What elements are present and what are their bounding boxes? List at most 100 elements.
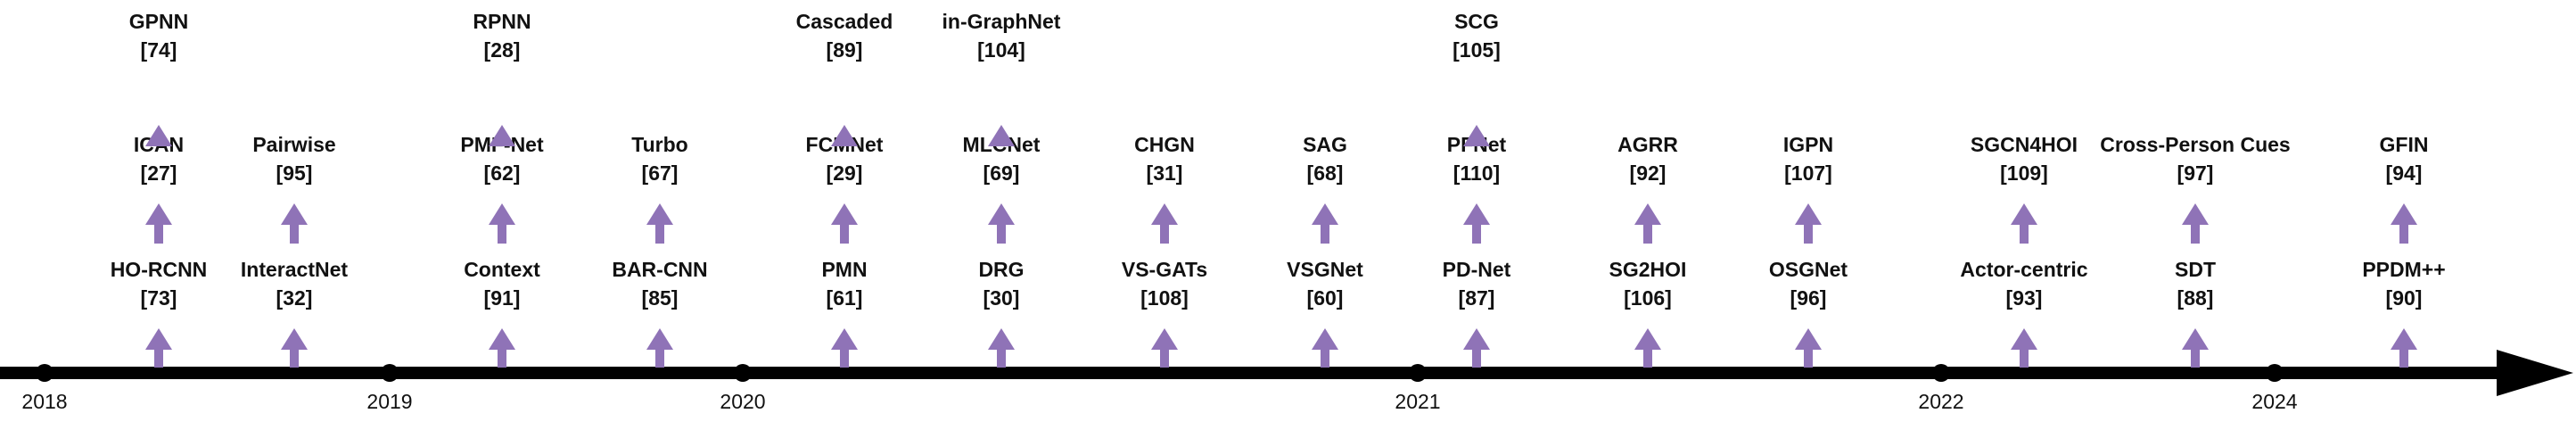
method-name: BAR-CNN (612, 258, 707, 281)
method-name: Turbo (631, 133, 687, 156)
method-ref: [74] (141, 38, 177, 62)
method-ref: [61] (827, 286, 863, 310)
method-name: PMN (821, 258, 867, 281)
up-arrow-icon (489, 203, 515, 244)
method-ref: [28] (484, 38, 521, 62)
method-name: SDT (2175, 258, 2216, 281)
method-name: RPNN (473, 10, 531, 33)
method-ref: [31] (1147, 161, 1183, 185)
method-name: GPNN (129, 10, 188, 33)
method-ref: [90] (2386, 286, 2423, 310)
up-arrow-icon (2391, 328, 2417, 368)
method-name: Cross-Person Cues (2100, 133, 2290, 156)
method-name: AGRR (1617, 133, 1678, 156)
up-arrow-icon (1634, 203, 1661, 244)
up-arrow-icon (1463, 203, 1490, 244)
up-arrow-icon (2011, 203, 2037, 244)
method-name: Pairwise (252, 133, 335, 156)
method-name: PD-Net (1443, 258, 1511, 281)
year-marker-dot (1409, 364, 1427, 382)
year-marker-dot (36, 364, 53, 382)
method-ref: [106] (1624, 286, 1672, 310)
method-name: Cascaded (796, 10, 893, 33)
method-ref: [88] (2177, 286, 2214, 310)
method-ref: [73] (141, 286, 177, 310)
method-ref: [87] (1459, 286, 1495, 310)
method-name: Context (464, 258, 540, 281)
method-ref: [29] (827, 161, 863, 185)
up-arrow-icon (988, 328, 1015, 368)
method-ref: [69] (983, 161, 1020, 185)
method-name: GFIN (2380, 133, 2429, 156)
up-arrow-icon (281, 328, 308, 368)
method-ref: [95] (276, 161, 313, 185)
up-arrow-icon (1312, 203, 1338, 244)
year-label: 2019 (366, 390, 412, 413)
method-ref: [92] (1630, 161, 1667, 185)
year-marker-dot (734, 364, 752, 382)
timeline-arrowhead (2497, 350, 2573, 396)
up-arrow-icon (489, 125, 515, 146)
year-label: 2024 (2251, 390, 2297, 413)
method-ref: [85] (642, 286, 679, 310)
method-ref: [62] (484, 161, 521, 185)
method-ref: [89] (827, 38, 863, 62)
year-marker-dot (381, 364, 399, 382)
method-ref: [67] (642, 161, 679, 185)
method-ref: [30] (983, 286, 1020, 310)
method-ref: [91] (484, 286, 521, 310)
up-arrow-icon (988, 125, 1015, 146)
up-arrow-icon (646, 203, 673, 244)
up-arrow-icon (831, 203, 858, 244)
method-name: SCG (1454, 10, 1499, 33)
method-name: VSGNet (1287, 258, 1363, 281)
up-arrow-icon (1312, 328, 1338, 368)
method-name: CHGN (1134, 133, 1195, 156)
up-arrow-icon (831, 328, 858, 368)
year-label: 2021 (1395, 390, 1440, 413)
method-name: VS-GATs (1122, 258, 1207, 281)
method-name: HO-RCNN (111, 258, 208, 281)
up-arrow-icon (1151, 203, 1178, 244)
up-arrow-icon (2011, 328, 2037, 368)
method-ref: [32] (276, 286, 313, 310)
method-name: in-GraphNet (942, 10, 1061, 33)
method-name: SGCN4HOI (1971, 133, 2078, 156)
up-arrow-icon (831, 125, 858, 146)
year-marker-dot (2266, 364, 2284, 382)
up-arrow-icon (2182, 203, 2209, 244)
method-name: SAG (1303, 133, 1347, 156)
method-ref: [110] (1453, 161, 1500, 185)
up-arrow-icon (145, 203, 172, 244)
method-name: Actor-centric (1960, 258, 2087, 281)
year-marker-dot (1932, 364, 1950, 382)
up-arrow-icon (1151, 328, 1178, 368)
method-ref: [94] (2386, 161, 2423, 185)
method-ref: [108] (1140, 286, 1189, 310)
method-ref: [104] (977, 38, 1025, 62)
method-name: DRG (978, 258, 1024, 281)
method-name: IGPN (1783, 133, 1833, 156)
method-name: InteractNet (241, 258, 348, 281)
method-name: PPDM++ (2362, 258, 2445, 281)
up-arrow-icon (281, 203, 308, 244)
up-arrow-icon (1463, 125, 1490, 146)
method-name: SG2HOI (1609, 258, 1687, 281)
up-arrow-icon (489, 328, 515, 368)
method-ref: [97] (2177, 161, 2214, 185)
up-arrow-icon (1634, 328, 1661, 368)
up-arrow-icon (1795, 328, 1822, 368)
timeline-axis (0, 367, 2506, 379)
method-ref: [109] (2000, 161, 2048, 185)
up-arrow-icon (2391, 203, 2417, 244)
up-arrow-icon (145, 328, 172, 368)
method-ref: [105] (1453, 38, 1501, 62)
up-arrow-icon (145, 125, 172, 146)
method-ref: [68] (1307, 161, 1344, 185)
method-ref: [93] (2006, 286, 2043, 310)
year-label: 2018 (21, 390, 67, 413)
up-arrow-icon (1463, 328, 1490, 368)
year-label: 2022 (1918, 390, 1963, 413)
